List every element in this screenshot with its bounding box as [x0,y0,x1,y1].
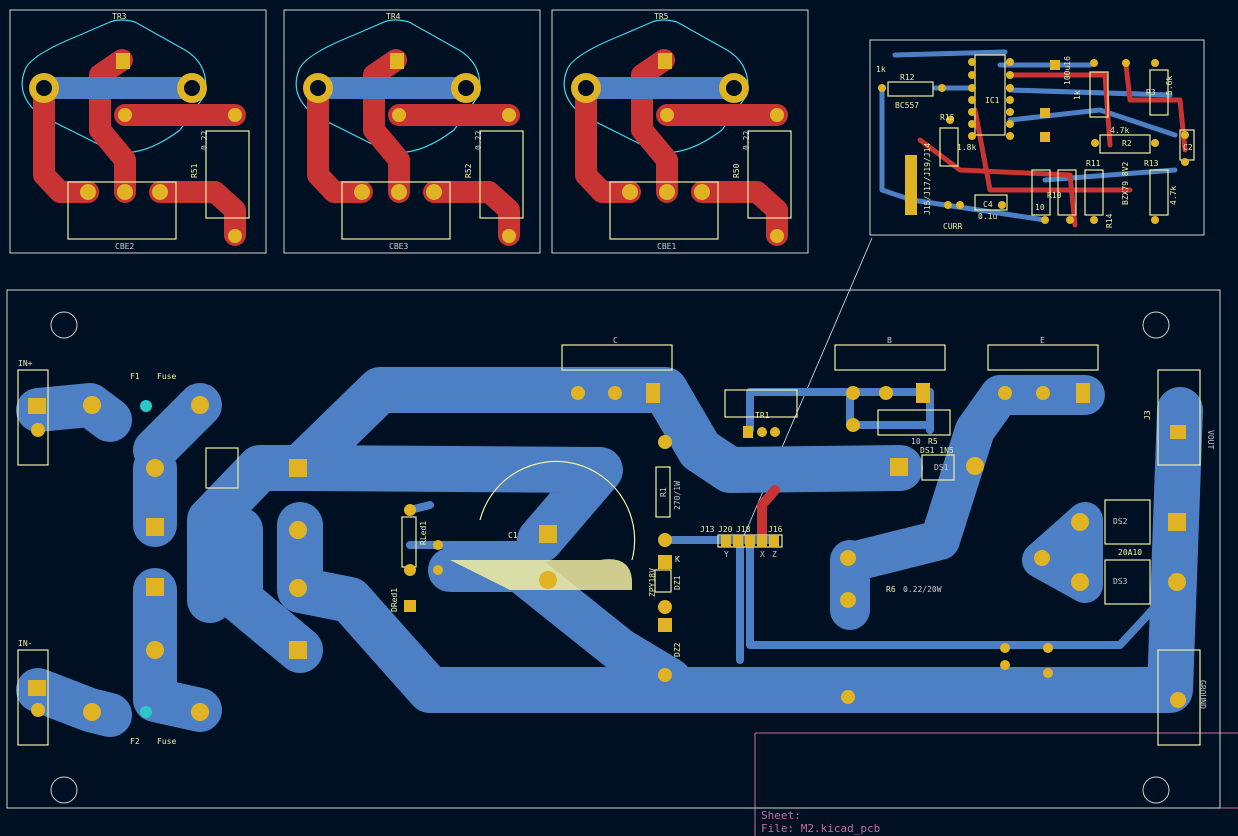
r-value: 0.22 [200,131,209,150]
j16-label: J16 [768,525,783,534]
sheet-label: Sheet: [761,809,801,822]
dz2-label: DZ2 [673,642,682,657]
ds-value: 20A10 [1118,548,1142,557]
tr1-label: TR1 [755,411,770,420]
r5-value: 10 [911,437,921,446]
r1-label: R1 [659,487,668,497]
fuse2-label: Fuse [157,737,176,746]
f1-label: F1 [130,372,140,381]
ground-label: GROUND [1198,680,1207,709]
cb-label: 4.7k [1110,126,1129,135]
cb-label: 10 [1035,203,1045,212]
r-ref: R51 [190,163,199,178]
r-value: 0.22 [474,131,483,150]
in-plus-label: IN+ [18,359,33,368]
ds2-label: DS2 [1113,517,1128,526]
z-label: Z [772,550,777,559]
cb-label: IC1 [985,96,1000,105]
ds1-value: DS1 1N5 [920,446,954,455]
in-minus-label: IN- [18,639,32,648]
file-label: File: M2.kicad_pcb [761,822,880,835]
rled-label: RLed1 [419,521,428,545]
title-block: Sheet: File: M2.kicad_pcb [754,732,1238,836]
ds1-label: DS1 [934,463,949,472]
r6-label: R6 [886,585,896,594]
cb-label: BC557 [895,101,919,110]
cb-label: R11 [1086,159,1101,168]
cb-label: CURR [943,222,962,231]
dred-label: DRed1 [390,588,399,612]
tr-ref: TR5 [654,12,669,21]
tr-ref: TR3 [112,12,127,21]
vout-label: VOUT [1206,430,1215,449]
cb-label: R12 [900,73,915,82]
transistor-board-3[interactable]: TR5 R50 0.22 CBE1 [551,9,809,254]
cb-label: C4 [983,200,993,209]
j18-label: J18 [736,525,751,534]
j13-label: J13 [700,525,715,534]
y-label: Y [724,550,729,559]
cap-ref: CBE1 [657,242,676,251]
cb-label: 5.6k [1165,76,1174,95]
j3-label: J3 [1143,410,1152,420]
conn-e-label: E [1040,336,1045,345]
cb-label: J15/J17/J19/J14 [923,143,932,215]
cap-ref: CBE2 [115,242,134,251]
cb-label: R14 [1105,213,1114,228]
cb-label: R13 [1144,159,1159,168]
cb-label: 4.7k [1169,186,1178,205]
dz1-label: DZ1 [673,575,682,590]
f2-label: F2 [130,737,140,746]
r1-value: 270/1W [673,481,682,510]
cb-label: R10 [1047,191,1062,200]
cb-label: 1.8k [957,143,976,152]
main-board[interactable]: IN+ IN- F1 Fuse F2 Fuse C B E TR1 R5 10 … [6,289,1221,809]
cb-label: R2 [1122,139,1132,148]
k-label: K [675,555,680,564]
transistor-board-2[interactable]: TR4 R52 0.22 CBE3 [283,9,541,254]
r-value: 0.22 [742,131,751,150]
cb-label: R15 [940,113,955,122]
cap-ref: CBE3 [389,242,408,251]
cb-label: BZX79 8V2 [1121,161,1130,205]
cb-label: R3 [1146,88,1156,97]
r-ref: R50 [732,163,741,178]
cb-label: 100u16 [1063,56,1072,85]
r5-label: R5 [928,437,938,446]
conn-b-label: B [887,336,892,345]
tr-ref: TR4 [386,12,401,21]
zpy-label: ZPY18V [648,568,657,597]
control-board[interactable]: R12 1k BC557 IC1 R15 1.8k C4 0.1u CURR R… [869,39,1205,236]
cb-label: 1k [876,65,886,74]
fuse1-label: Fuse [157,372,176,381]
c1-label: C1 [508,531,518,540]
cb-label: 1k [1073,90,1082,100]
j20-label: J20 [718,525,733,534]
cb-label: 0.1u [978,212,997,221]
cb-label: C2 [1183,143,1193,152]
x-label: X [760,550,765,559]
conn-c-label: C [613,336,618,345]
r6-value: 0.22/20W [903,585,942,594]
r-ref: R52 [464,163,473,178]
ds3-label: DS3 [1113,577,1128,586]
transistor-board-1[interactable]: TR3 R51 0.22 CBE2 [9,9,267,254]
